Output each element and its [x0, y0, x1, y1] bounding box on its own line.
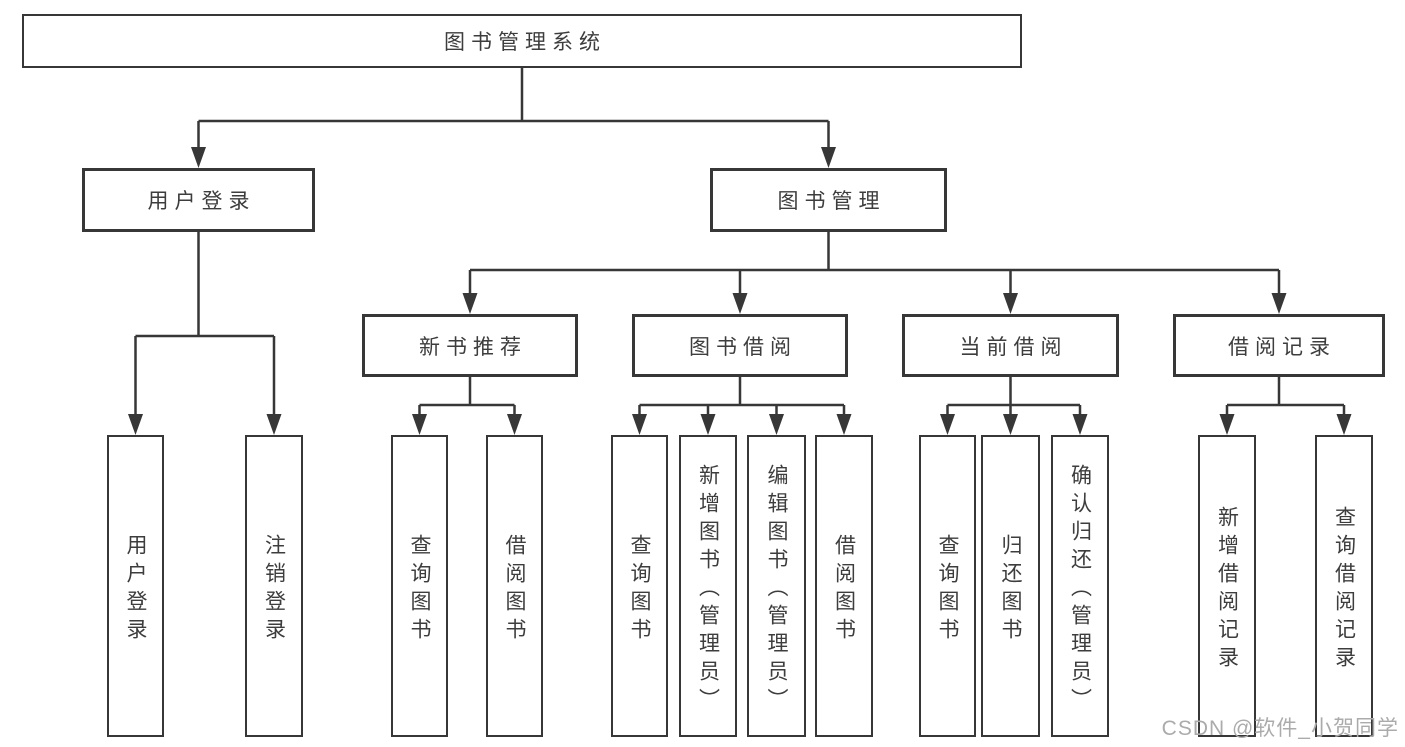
leaf-query-books-1: 查询图书 — [391, 435, 448, 737]
node-book-borrow: 图书借阅 — [632, 314, 848, 377]
arrow-down-icon — [462, 293, 478, 314]
node-label: 图书管理 — [777, 190, 886, 213]
leaf-label: 查询借阅记录 — [1332, 505, 1356, 674]
arrow-down-icon — [1003, 414, 1018, 435]
leaf-label: 用户登录 — [124, 533, 148, 646]
leaf-confirm-return-admin: 确认归还（管理员） — [1051, 435, 1109, 737]
leaf-return-book: 归还图书 — [981, 435, 1040, 737]
arrow-down-icon — [507, 414, 522, 435]
leaf-query-borrow-record: 查询借阅记录 — [1315, 435, 1373, 737]
arrow-down-icon — [1336, 414, 1352, 435]
leaf-borrow-books-1: 借阅图书 — [486, 435, 543, 737]
leaf-label: 新增借阅记录 — [1215, 505, 1239, 674]
arrow-down-icon — [821, 147, 836, 168]
leaf-label: 查询图书 — [936, 533, 960, 646]
leaf-add-borrow-record: 新增借阅记录 — [1198, 435, 1256, 737]
leaf-label: 注销登录 — [262, 533, 286, 646]
leaf-add-book-admin: 新增图书（管理员） — [679, 435, 737, 737]
csdn-watermark: CSDN @软件_小贺同学 — [1161, 717, 1399, 740]
arrow-down-icon — [1003, 293, 1018, 314]
leaf-query-books-2: 查询图书 — [611, 435, 668, 737]
leaf-label: 借阅图书 — [503, 533, 527, 646]
leaf-label: 查询图书 — [628, 533, 652, 646]
leaf-borrow-books-2: 借阅图书 — [815, 435, 873, 737]
leaf-label: 编辑图书（管理员） — [765, 463, 789, 716]
node-root: 图书管理系统 — [22, 14, 1022, 68]
leaf-label: 确认归还（管理员） — [1068, 463, 1092, 716]
leaf-label: 归还图书 — [999, 533, 1023, 646]
arrowhead-icons — [128, 147, 1352, 435]
node-new-book-recommend: 新书推荐 — [362, 314, 578, 377]
arrow-down-icon — [940, 414, 955, 435]
leaf-label: 新增图书（管理员） — [696, 463, 720, 716]
node-current-borrow: 当前借阅 — [902, 314, 1119, 377]
leaf-edit-book-admin: 编辑图书（管理员） — [747, 435, 806, 737]
arrow-down-icon — [700, 414, 716, 435]
node-book-management-module: 图书管理 — [710, 168, 947, 232]
node-label: 用户登录 — [147, 190, 256, 213]
arrow-down-icon — [769, 414, 784, 435]
node-user-login-module: 用户登录 — [82, 168, 315, 232]
arrow-down-icon — [632, 414, 647, 435]
node-label: 新书推荐 — [419, 335, 527, 359]
arrow-down-icon — [191, 147, 206, 168]
arrow-down-icon — [1072, 414, 1088, 435]
node-root-label: 图书管理系统 — [444, 31, 606, 54]
leaf-label: 查询图书 — [408, 533, 432, 646]
node-label: 当前借阅 — [959, 335, 1068, 359]
leaf-logout: 注销登录 — [245, 435, 303, 737]
arrow-down-icon — [732, 293, 748, 314]
arrow-down-icon — [128, 414, 143, 435]
leaf-query-books-3: 查询图书 — [919, 435, 976, 737]
arrow-down-icon — [266, 414, 282, 435]
node-label: 借阅记录 — [1228, 335, 1336, 359]
arrow-down-icon — [412, 414, 427, 435]
node-borrow-records: 借阅记录 — [1173, 314, 1385, 377]
arrow-down-icon — [1219, 414, 1235, 435]
node-label: 图书借阅 — [689, 335, 797, 359]
leaf-label: 借阅图书 — [832, 533, 856, 646]
tree-edges — [134, 68, 1346, 416]
arrow-down-icon — [836, 414, 852, 435]
arrow-down-icon — [1271, 293, 1287, 314]
leaf-user-login: 用户登录 — [107, 435, 164, 737]
